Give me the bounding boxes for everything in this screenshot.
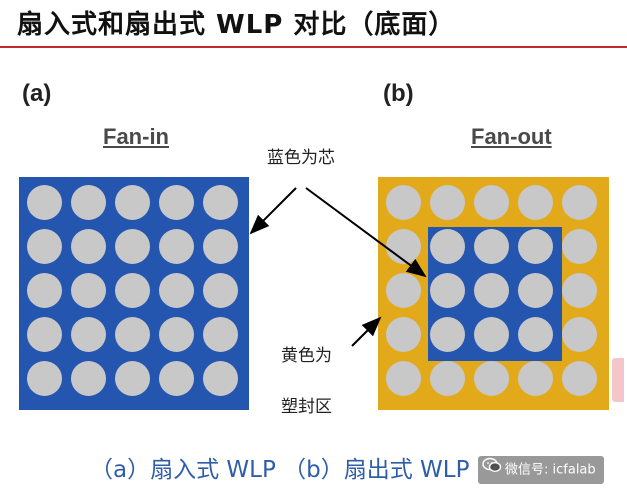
chip-annotation: 蓝色为芯 bbox=[267, 148, 335, 168]
solder-ball bbox=[203, 273, 238, 308]
fan-in-title: Fan-in bbox=[103, 124, 169, 149]
solder-ball bbox=[115, 317, 150, 352]
watermark: 微信号: icfalab bbox=[478, 456, 604, 484]
fan-out-package bbox=[378, 177, 609, 410]
solder-ball bbox=[430, 229, 465, 264]
panel-b-label: (b) bbox=[383, 80, 414, 107]
solder-ball bbox=[203, 229, 238, 264]
solder-ball bbox=[71, 361, 106, 396]
solder-ball bbox=[27, 361, 62, 396]
fan-out-title: Fan-out bbox=[471, 124, 552, 149]
mold-annotation-line2: 塑封区 bbox=[281, 397, 332, 417]
solder-ball bbox=[203, 361, 238, 396]
solder-ball bbox=[27, 273, 62, 308]
fan-in-package bbox=[19, 177, 249, 410]
solder-ball bbox=[159, 361, 194, 396]
solder-ball bbox=[562, 317, 597, 352]
solder-ball bbox=[386, 185, 421, 220]
solder-ball bbox=[71, 273, 106, 308]
solder-ball bbox=[27, 229, 62, 264]
solder-ball bbox=[562, 361, 597, 396]
solder-ball bbox=[386, 361, 421, 396]
solder-ball bbox=[115, 273, 150, 308]
mold-annotation-line1: 黄色为 bbox=[281, 346, 332, 366]
solder-ball bbox=[115, 185, 150, 220]
wechat-icon bbox=[482, 456, 502, 484]
solder-ball bbox=[386, 229, 421, 264]
solder-ball bbox=[430, 317, 465, 352]
solder-ball bbox=[518, 317, 553, 352]
solder-ball bbox=[430, 361, 465, 396]
solder-ball bbox=[159, 273, 194, 308]
figure-caption: （a）扇入式 WLP （b）扇出式 WLP bbox=[90, 457, 470, 483]
solder-ball bbox=[27, 317, 62, 352]
arrow-to-fan-in-chip bbox=[249, 187, 297, 235]
solder-ball bbox=[386, 317, 421, 352]
solder-ball bbox=[71, 317, 106, 352]
solder-ball bbox=[518, 273, 553, 308]
solder-ball bbox=[159, 229, 194, 264]
arrow-to-mold-area bbox=[351, 316, 382, 347]
solder-ball bbox=[474, 185, 509, 220]
title-divider bbox=[0, 46, 627, 48]
solder-ball bbox=[430, 273, 465, 308]
solder-ball bbox=[386, 273, 421, 308]
solder-ball bbox=[518, 185, 553, 220]
solder-ball bbox=[562, 273, 597, 308]
solder-ball bbox=[203, 317, 238, 352]
solder-ball bbox=[430, 185, 465, 220]
solder-ball bbox=[27, 185, 62, 220]
solder-ball bbox=[71, 185, 106, 220]
solder-ball bbox=[474, 361, 509, 396]
solder-ball bbox=[159, 185, 194, 220]
solder-ball bbox=[474, 273, 509, 308]
edge-decoration bbox=[612, 358, 624, 402]
solder-ball bbox=[115, 229, 150, 264]
solder-ball bbox=[159, 317, 194, 352]
solder-ball bbox=[71, 229, 106, 264]
page-title: 扇入式和扇出式 WLP 对比（底面） bbox=[17, 10, 456, 40]
watermark-text: 微信号: icfalab bbox=[505, 462, 596, 478]
solder-ball bbox=[203, 185, 238, 220]
panel-a-label: (a) bbox=[22, 80, 52, 107]
arrow-to-fan-out-chip bbox=[305, 187, 427, 278]
solder-ball bbox=[562, 229, 597, 264]
solder-ball bbox=[474, 317, 509, 352]
solder-ball bbox=[518, 229, 553, 264]
solder-ball bbox=[115, 361, 150, 396]
solder-ball bbox=[518, 361, 553, 396]
solder-ball bbox=[562, 185, 597, 220]
solder-ball bbox=[474, 229, 509, 264]
